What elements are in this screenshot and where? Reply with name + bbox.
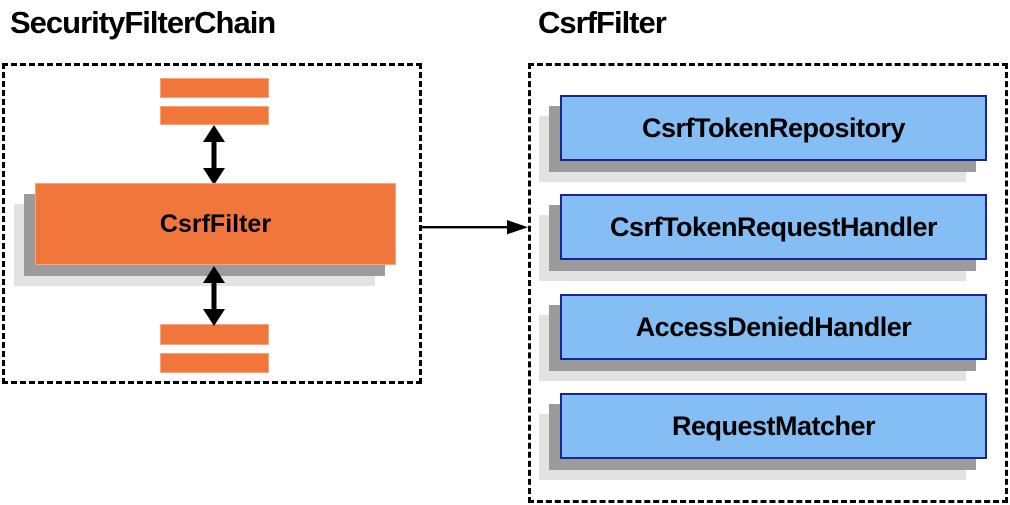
up-down-arrow-icon bbox=[203, 266, 225, 326]
component-label: CsrfTokenRequestHandler bbox=[560, 194, 987, 260]
csrf-filter-title: CsrfFilter bbox=[538, 5, 667, 40]
component-box-access-denied-handler: AccessDeniedHandler bbox=[539, 294, 987, 381]
filter-placeholder-bar bbox=[160, 106, 269, 125]
up-down-arrow-icon bbox=[203, 125, 225, 185]
component-label: AccessDeniedHandler bbox=[560, 294, 987, 360]
csrf-filter-box: CsrfFilter bbox=[14, 183, 396, 286]
component-box-request-matcher: RequestMatcher bbox=[539, 393, 987, 480]
component-box-csrf-token-repository: CsrfTokenRepository bbox=[539, 95, 987, 182]
component-label: RequestMatcher bbox=[560, 393, 987, 459]
security-filter-chain-frame bbox=[2, 63, 422, 384]
component-label: CsrfTokenRepository bbox=[560, 95, 987, 161]
csrf-filter-label: CsrfFilter bbox=[35, 183, 396, 265]
component-box-csrf-token-request-handler: CsrfTokenRequestHandler bbox=[539, 194, 987, 281]
filter-placeholder-bar bbox=[160, 353, 269, 373]
filter-placeholder-bar bbox=[160, 78, 269, 98]
csrf-filter-detail-frame bbox=[528, 63, 1008, 503]
security-filter-chain-title: SecurityFilterChain bbox=[10, 5, 276, 40]
right-arrow-icon bbox=[421, 220, 528, 235]
filter-placeholder-bar bbox=[160, 324, 269, 345]
